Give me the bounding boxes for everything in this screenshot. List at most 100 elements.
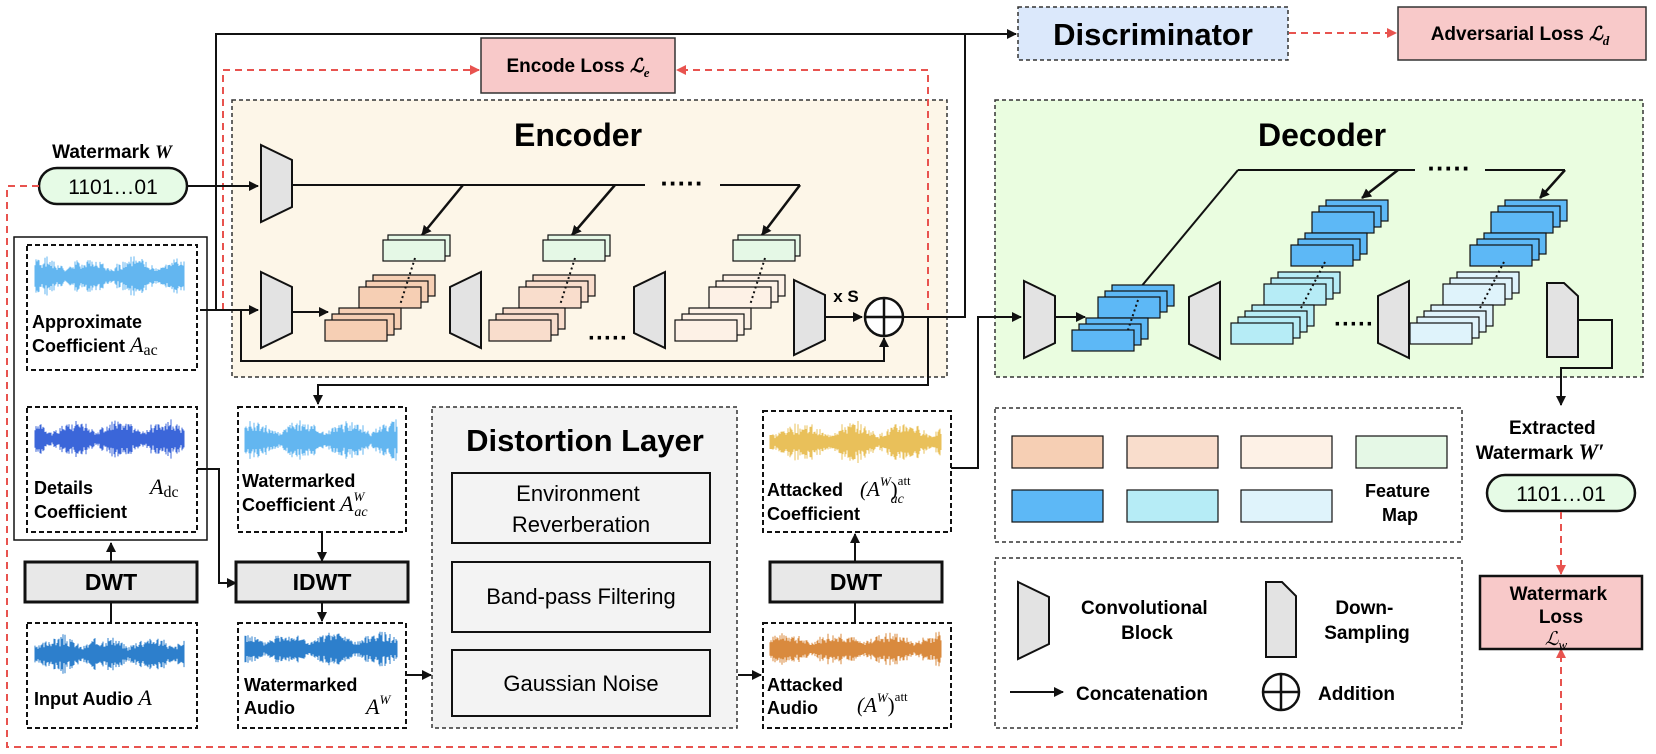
idwt-label: IDWT: [293, 569, 352, 595]
waveform-path: [34, 634, 185, 674]
attacked-audio-waveform: [769, 631, 942, 667]
distortion-item-reverb: [451, 472, 711, 544]
adversarial-loss-box: [1397, 6, 1647, 61]
dwt-left-box: [23, 560, 199, 604]
fm-swatch-blue-2: [1126, 489, 1219, 523]
dwt-left-label: DWT: [85, 569, 137, 595]
symbol-legend-box: [994, 557, 1463, 729]
dwt-right-box: [768, 560, 944, 604]
encoder-residual-line: [240, 310, 889, 362]
wm-audio-label: Watermarked Audio: [244, 675, 362, 718]
decoder-conv-block-2: [1188, 280, 1221, 361]
watermark-bits: 1101…01: [68, 176, 158, 199]
wm-audio-symbol: AW: [364, 692, 391, 719]
waveform-path: [244, 631, 398, 667]
waveform-path: [34, 419, 185, 459]
legend-concat-label: Concatenation: [1076, 684, 1208, 705]
encoder-conv-block-bottom: [260, 270, 293, 350]
watermark-loss-dashed-loop: [6, 185, 1566, 748]
details-to-idwt-arrow: [197, 468, 237, 588]
watermark-label: Watermark W: [52, 142, 173, 163]
decoder-feature-stack-3: [1409, 199, 1568, 345]
encoder-conv-block-2: [449, 270, 482, 350]
waveform-path: [769, 631, 942, 667]
decoder-concat-arrow-2: [1539, 169, 1566, 199]
left-audio-group: [13, 236, 208, 541]
fm-swatch-blue-3: [1240, 489, 1333, 523]
waveform-path: [34, 256, 185, 296]
decoder-feature-stack-2: [1230, 199, 1389, 345]
decoder-conv-block-3: [1377, 279, 1410, 360]
distortion-item-reverb-label: Environment Reverberation: [512, 481, 650, 537]
watermark-loss-symbol: ℒw: [1545, 629, 1568, 652]
extracted-label: Extracted Watermark W′: [1476, 418, 1605, 464]
encoder-out-to-wm-coef: [313, 317, 929, 405]
legend-addition-icon: [1261, 672, 1301, 712]
decoder-dots-mid: ·····: [1334, 311, 1374, 338]
decoder-top-line: [1139, 169, 1239, 289]
fm-swatch-green: [1355, 435, 1448, 469]
idwt-box: [234, 560, 410, 604]
distortion-item-noise: [451, 649, 711, 717]
approx-coef-label: Approximate Coefficient Aac: [32, 312, 158, 359]
encoder-conv-block-4: [793, 278, 826, 357]
feature-map-label: Feature Map: [1365, 481, 1435, 525]
fm-swatch-blue-1: [1011, 489, 1104, 523]
legend-conv-icon: [1017, 580, 1050, 661]
details-waveform: [34, 419, 185, 459]
approx-to-discriminator-arrow: [215, 29, 1017, 310]
encoder-concat-arrow-1: [421, 184, 464, 236]
encoder-conv-block-top: [260, 143, 293, 224]
attacked-audio-symbol: (AW)att: [857, 689, 908, 717]
encoder-out-to-discriminator: [903, 34, 966, 318]
distortion-item-noise-label: Gaussian Noise: [503, 671, 658, 696]
encoder-dots-mid: ·····: [588, 325, 628, 352]
encoder-addition: [863, 296, 905, 338]
discriminator-label: Discriminator: [1053, 17, 1253, 52]
fm-swatch-orange-2: [1126, 435, 1219, 469]
decoder-to-extracted-arrow: [1556, 319, 1613, 406]
attacked-audio-label: Attacked Audio: [767, 675, 848, 718]
legend-addition-label: Addition: [1318, 684, 1395, 705]
distortion-title: Distortion Layer: [466, 423, 704, 458]
legend-conv-label: Convolutional Block: [1081, 598, 1213, 644]
encoder-feature-stack-1: [324, 234, 451, 342]
waveform-path: [769, 421, 942, 463]
adversarial-loss-label: Adversarial Loss ℒd: [1431, 24, 1610, 48]
decoder-concat-arrow-1: [1361, 169, 1399, 199]
extracted-bits-pill: [1485, 473, 1637, 513]
decoder-conv-block-1: [1023, 279, 1056, 360]
discriminator-box: [1017, 6, 1289, 61]
encode-loss-dashed-right: [676, 65, 929, 310]
watermark-loss-box: [1478, 574, 1644, 651]
wm-audio-waveform: [244, 631, 398, 667]
decoder-title: Decoder: [1258, 117, 1386, 153]
decoder-dots-top: ·····: [1427, 153, 1470, 183]
input-waveform: [34, 634, 185, 674]
encode-loss-label: Encode Loss ℒe: [507, 56, 650, 80]
decoder-downsampling-block: [1546, 282, 1579, 358]
encode-loss-box: [480, 37, 676, 94]
legend-downsampling-icon: [1265, 581, 1297, 658]
fm-swatch-orange-1: [1011, 435, 1104, 469]
encoder-concat-arrow-2: [571, 184, 616, 236]
approx-waveform: [34, 256, 185, 296]
distortion-item-bandpass-label: Band-pass Filtering: [486, 584, 676, 609]
dwt-right-label: DWT: [830, 569, 882, 595]
legend-down-label: Down- Sampling: [1324, 598, 1410, 644]
fm-swatch-orange-3: [1240, 435, 1333, 469]
encoder-title: Encoder: [514, 117, 642, 153]
waveform-path: [244, 419, 398, 461]
encoder-concat-arrow-3: [761, 184, 801, 236]
decoder-feature-stack-1: [1071, 284, 1175, 352]
encoder-dots-top: ·····: [660, 168, 703, 198]
encoder-feature-stack-2: [488, 234, 611, 342]
details-coef-label: Details Coefficient: [34, 478, 127, 522]
distortion-item-bandpass: [451, 561, 711, 633]
encoder-feature-stack-3: [674, 234, 801, 342]
watermark-loss-label: Watermark Loss: [1510, 584, 1613, 628]
attacked-coef-label: Attacked Coefficient: [767, 480, 860, 524]
wm-coef-waveform: [244, 419, 398, 461]
